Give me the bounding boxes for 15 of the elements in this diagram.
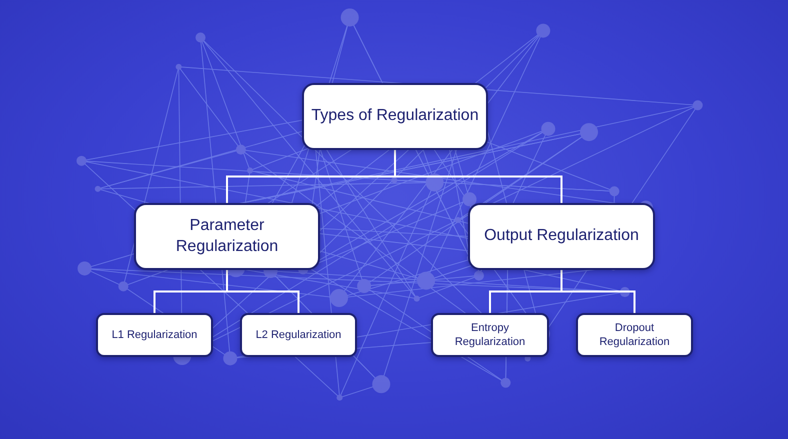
category-box <box>240 313 357 357</box>
category-box <box>134 203 320 270</box>
box-label: Output Regularization <box>483 226 640 246</box>
category-box <box>468 203 655 270</box>
category-box <box>576 313 693 357</box>
box-label: L2 Regularization <box>254 328 342 342</box>
box-label: Types of Regularization <box>310 106 480 126</box>
box-label: Entropy Regularization <box>454 320 526 350</box>
box-label: Dropout Regularization <box>598 320 671 350</box>
category-box <box>302 83 488 150</box>
box-label: Parameter Regularization <box>174 216 280 256</box>
box-label: L1 Regularization <box>110 328 198 342</box>
connector-line <box>560 270 636 313</box>
category-box <box>431 313 549 357</box>
category-box <box>96 313 213 357</box>
